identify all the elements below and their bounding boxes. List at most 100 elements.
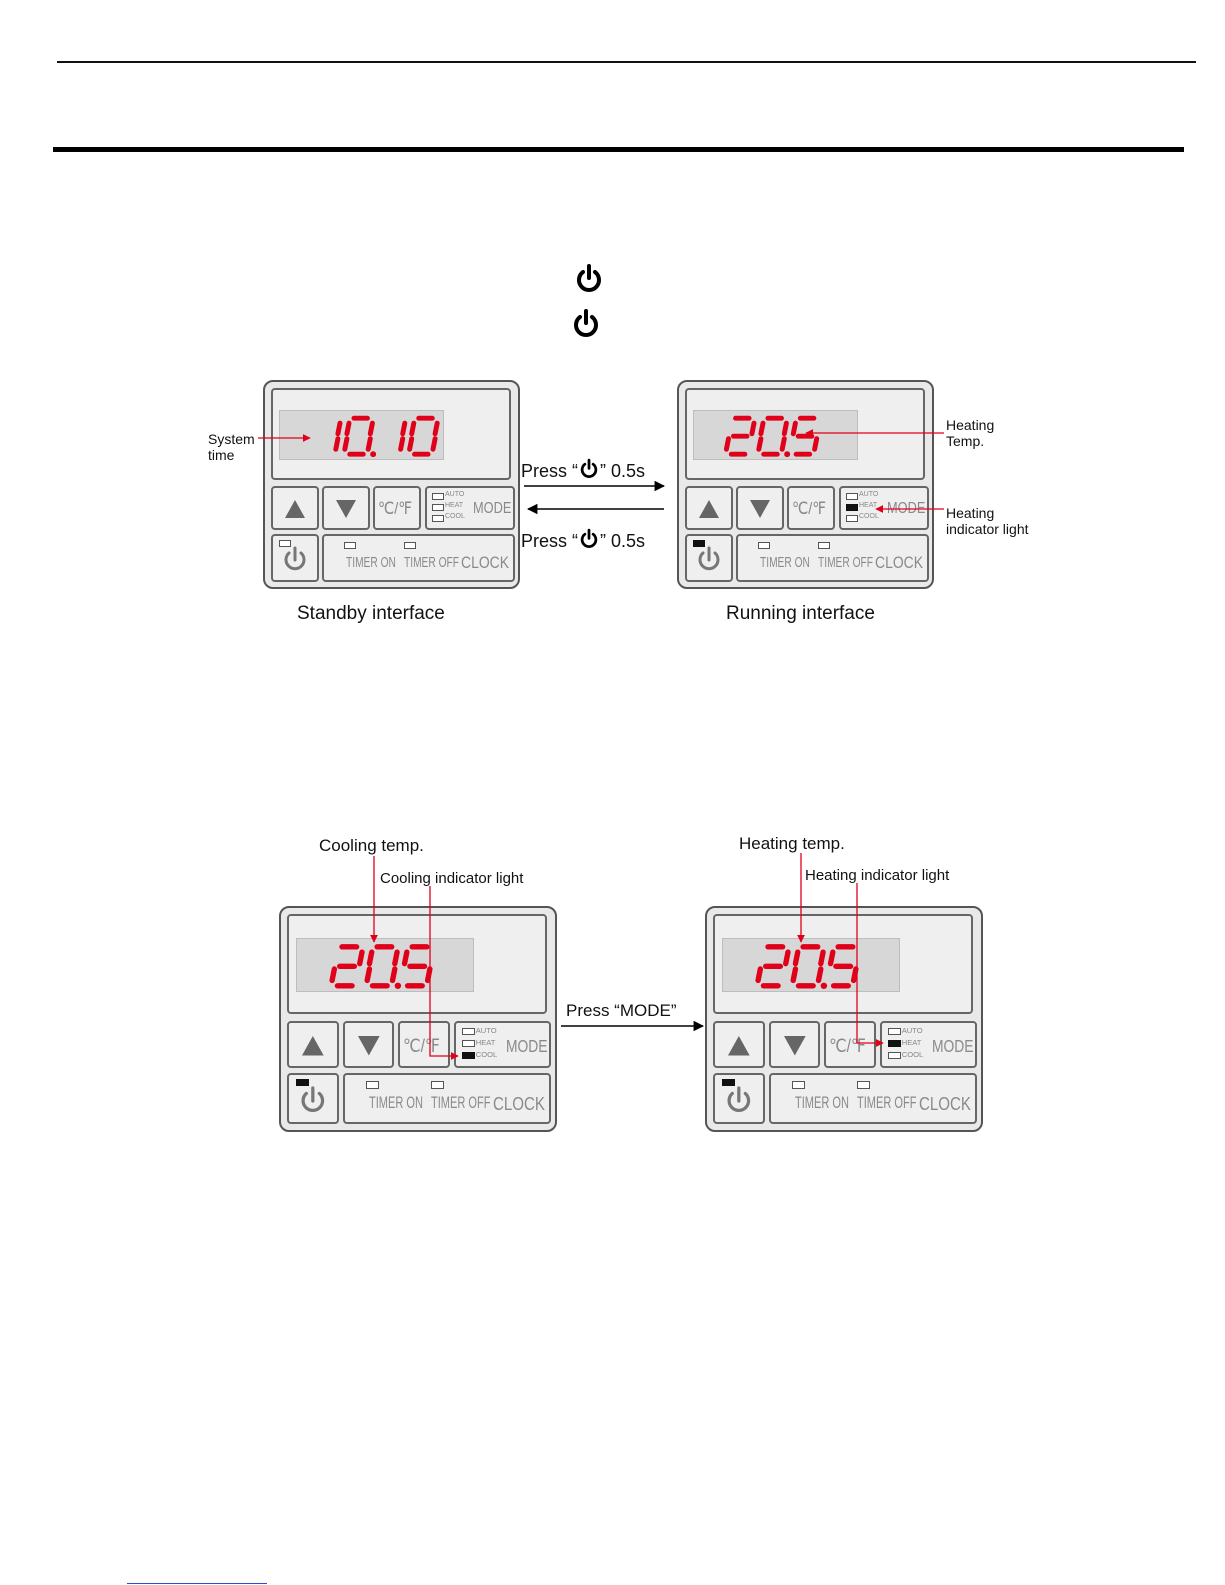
timer-on-button[interactable]: TIMER ON	[368, 1094, 423, 1113]
cool-mode-label: COOL	[859, 513, 879, 520]
display-segment	[827, 949, 836, 967]
lcd-screen	[295, 938, 475, 993]
display-segment	[335, 420, 343, 437]
down-arrow-icon	[357, 1035, 380, 1056]
up-button[interactable]	[685, 486, 733, 530]
display-segment	[792, 949, 801, 967]
clock-button[interactable]: CLOCK	[493, 1093, 546, 1115]
power-button[interactable]	[271, 534, 319, 582]
power-button[interactable]	[287, 1072, 340, 1125]
power-button[interactable]	[713, 1072, 766, 1125]
heat-mode-label: HEAT	[901, 1037, 922, 1047]
display-frame	[713, 914, 974, 1014]
display-segment	[781, 420, 789, 437]
timer-on-indicator-light	[792, 1081, 806, 1089]
down-button[interactable]	[322, 486, 370, 530]
display-segment	[364, 966, 373, 984]
mode-label: MODE	[473, 500, 512, 517]
up-arrow-icon	[285, 500, 305, 518]
heat-indicator-light	[887, 1039, 901, 1048]
standby-caption: Standby interface	[297, 603, 445, 624]
down-arrow-icon	[783, 1035, 806, 1056]
display-segment	[812, 436, 820, 452]
power-icon	[574, 309, 598, 337]
down-arrow-icon	[336, 500, 356, 518]
clock-button[interactable]: CLOCK	[919, 1093, 972, 1115]
power-button[interactable]	[685, 534, 733, 582]
cool-mode-label: COOL	[475, 1049, 498, 1059]
power-indicator-light	[721, 1078, 735, 1087]
heating-temp-label-2: Heating temp.	[739, 834, 845, 853]
display-segment	[365, 436, 373, 452]
unit-label: ℃/℉	[792, 499, 826, 518]
heat-mode-label: HEAT	[445, 502, 464, 509]
power-icon	[580, 458, 598, 478]
down-button[interactable]	[736, 486, 784, 530]
timer-on-indicator-light	[344, 542, 356, 549]
down-button[interactable]	[342, 1020, 395, 1068]
clock-button[interactable]: CLOCK	[461, 553, 510, 572]
decimal-point	[784, 451, 791, 458]
heating-indicator-label-2: Heating indicator light	[805, 867, 950, 884]
mode-label: MODE	[932, 1035, 974, 1056]
display-segment	[401, 949, 410, 967]
display-segment	[749, 420, 757, 437]
timer-off-button[interactable]: TIMER OFF	[431, 1094, 491, 1113]
up-button[interactable]	[271, 486, 319, 530]
down-arrow-icon	[750, 500, 770, 518]
unit-toggle-button[interactable]: ℃/℉	[397, 1020, 450, 1068]
cool-indicator-light	[846, 515, 858, 522]
display-segment	[758, 420, 766, 437]
up-button[interactable]	[713, 1020, 766, 1068]
auto-indicator-light	[432, 493, 444, 500]
power-icon	[727, 1085, 751, 1112]
down-button[interactable]	[768, 1020, 821, 1068]
power-icon	[580, 528, 598, 548]
unit-toggle-button[interactable]: ℃/℉	[373, 486, 421, 530]
heating-temp-label: Heating Temp.	[946, 417, 995, 449]
unit-label: ℃/℉	[403, 1034, 441, 1056]
auto-mode-label: AUTO	[475, 1025, 497, 1035]
auto-indicator-light	[887, 1028, 901, 1036]
display-segment	[818, 949, 826, 967]
display-segment	[357, 949, 365, 967]
timer-off-button[interactable]: TIMER OFF	[818, 554, 873, 571]
mode-label: MODE	[506, 1035, 548, 1056]
heat-mode-label: HEAT	[475, 1037, 496, 1047]
display-segment	[432, 420, 440, 437]
display-segment	[409, 420, 417, 437]
power-indicator-light	[693, 540, 705, 547]
heat-indicator-light	[846, 504, 858, 511]
cool-mode-label: COOL	[901, 1049, 924, 1059]
display-segment	[779, 436, 787, 452]
display-segment	[400, 420, 408, 437]
cool-indicator-light	[461, 1051, 475, 1060]
up-arrow-icon	[728, 1035, 751, 1056]
footer-link-underline[interactable]	[127, 1583, 267, 1584]
timer-off-button[interactable]: TIMER OFF	[404, 554, 459, 571]
display-segment	[392, 949, 400, 967]
display-segment	[407, 436, 415, 452]
display-segment	[790, 420, 798, 437]
display-frame	[685, 388, 925, 480]
mode-button[interactable]: AUTO HEAT COOL MODE	[454, 1020, 552, 1068]
heat-indicator-light	[461, 1039, 475, 1048]
clock-button[interactable]: CLOCK	[875, 553, 924, 572]
up-button[interactable]	[287, 1020, 340, 1068]
power-indicator-light	[295, 1078, 309, 1087]
heating-indicator-label: Heating indicator light	[946, 505, 1029, 537]
timer-on-button[interactable]: TIMER ON	[760, 554, 810, 571]
timer-on-button[interactable]: TIMER ON	[346, 554, 396, 571]
cooling-temp-label: Cooling temp.	[319, 836, 424, 855]
timer-off-button[interactable]: TIMER OFF	[857, 1094, 917, 1113]
unit-label: ℃/℉	[378, 499, 412, 518]
auto-indicator-light	[461, 1028, 475, 1036]
display-frame	[287, 914, 548, 1014]
timer-on-button[interactable]: TIMER ON	[794, 1094, 849, 1113]
unit-toggle-button[interactable]: ℃/℉	[787, 486, 835, 530]
system-time-label: System time	[208, 431, 255, 463]
display-segment	[333, 436, 341, 452]
display-segment	[342, 436, 350, 452]
